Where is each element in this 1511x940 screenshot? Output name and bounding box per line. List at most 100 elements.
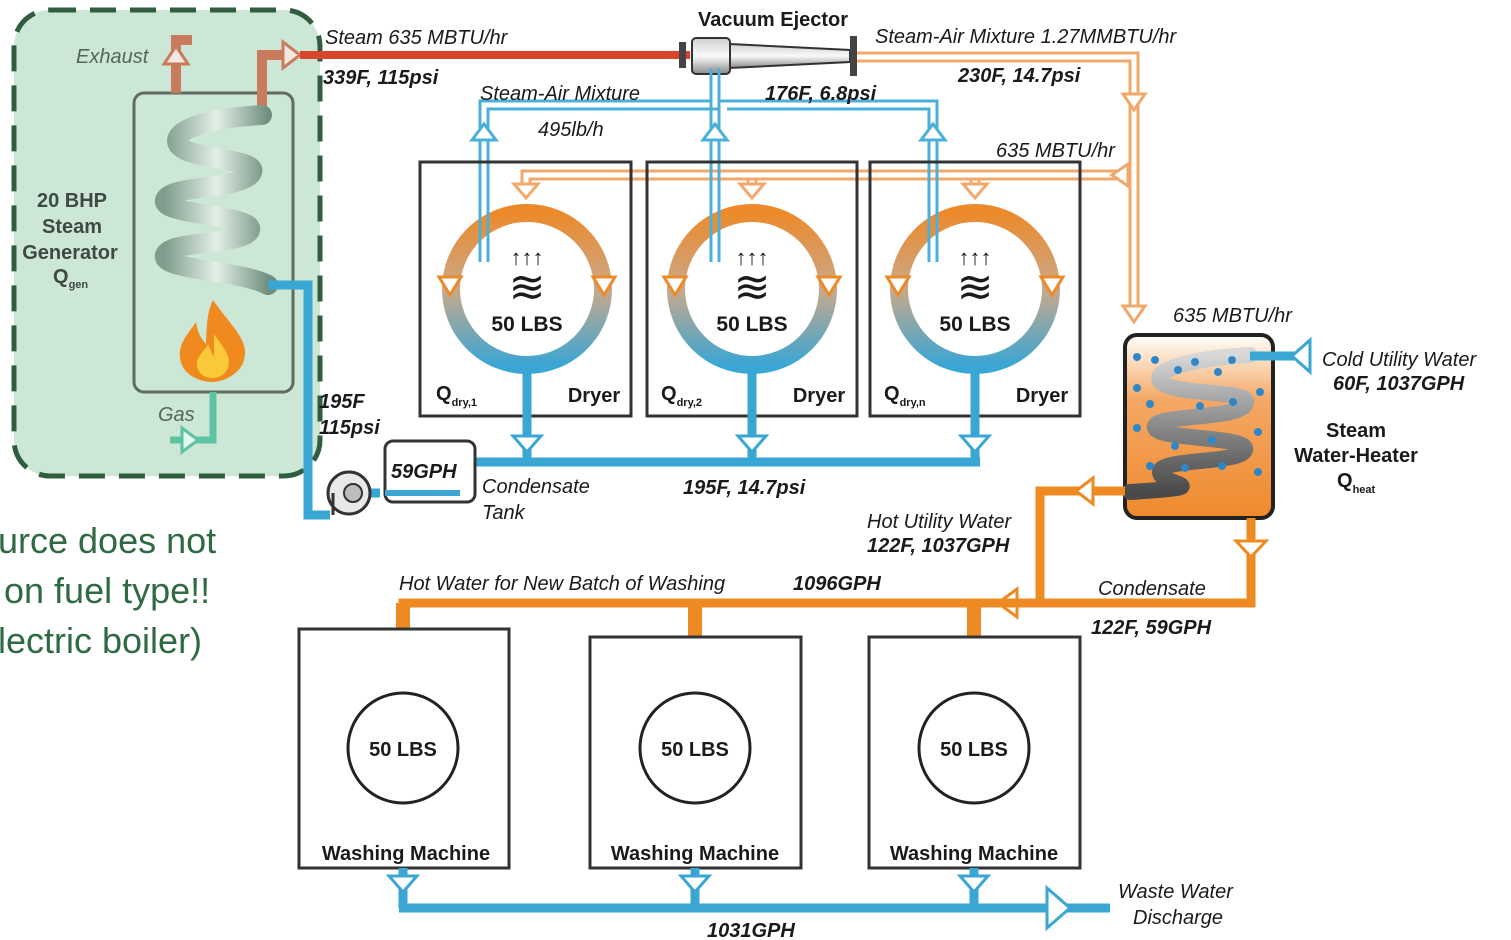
- vacuum-ejector: [679, 36, 857, 76]
- heater-title-line2: Water-Heater: [1294, 445, 1418, 467]
- cold-water-state: 60F, 1037GPH: [1333, 373, 1465, 395]
- gas-arrow-icon: [180, 425, 201, 455]
- generator-title-line1: 20 BHP: [37, 190, 107, 212]
- washer-1-load: 50 LBS: [369, 739, 437, 761]
- mixture-arrow-icon-2: [1120, 304, 1148, 325]
- heater-title-line1: Steam: [1326, 420, 1386, 442]
- note-line3: lectric boiler): [0, 620, 202, 661]
- waste-drop-arrows: [385, 874, 992, 895]
- wash-header-label: Hot Water for New Batch of Washing: [399, 573, 725, 595]
- dryer-2-load: 50 LBS: [716, 313, 787, 336]
- washer-1-name: Washing Machine: [322, 843, 490, 865]
- hot-water-arrow-icon: [1073, 474, 1095, 508]
- washer-3-load: 50 LBS: [940, 739, 1008, 761]
- mix-line-label: Steam-Air Mixture 1.27MMBTU/hr: [875, 26, 1178, 48]
- generator-q-label: Qgen: [53, 266, 88, 291]
- heater-condensate-label: Condensate: [1098, 578, 1206, 600]
- dryer-2-q-sub: dry,2: [677, 397, 702, 409]
- vapor-arrow-icon-1: [469, 121, 499, 142]
- wash-header-flow: 1096GPH: [793, 573, 881, 595]
- note-line1: urce does not: [0, 520, 216, 561]
- ejector-flange-right: [850, 36, 857, 76]
- dryer-feed-arrow-icon: [1109, 161, 1130, 189]
- dryer-1-heat-arrows: ↑↑↑: [511, 245, 544, 270]
- dryer-n-q-sub: dry,n: [900, 397, 926, 409]
- washer-1-drum: [346, 691, 460, 805]
- vapor-header-label: Steam-Air Mixture: [480, 83, 640, 105]
- dryer-2-waves-icon: ≋: [734, 263, 771, 312]
- condensate-tank: [383, 439, 477, 504]
- dryer-2-heat-arrows: ↑↑↑: [736, 245, 769, 270]
- pump-return-pressure: 115psi: [319, 417, 380, 439]
- heater-condensate-state: 122F, 59GPH: [1091, 617, 1212, 639]
- dryer-n-name: Dryer: [1016, 385, 1068, 407]
- waste-flow: 1031GPH: [707, 920, 795, 940]
- wash-header-pipe: [398, 598, 1040, 630]
- washer-3-name: Washing Machine: [890, 843, 1058, 865]
- generator-q-sub: gen: [69, 279, 89, 291]
- tank-label-line1: Condensate: [482, 476, 590, 498]
- steam-line-label: Steam 635 MBTU/hr: [325, 27, 509, 49]
- waste-discharge-arrow-icon: [1045, 884, 1073, 932]
- flame-icon: [179, 300, 246, 382]
- steam-outlet-arrow-icon: [281, 38, 303, 72]
- exhaust-pipe: [171, 35, 192, 93]
- cold-water-label: Cold Utility Water: [1322, 349, 1477, 371]
- dryer-1-q-label: Qdry,1: [436, 383, 477, 409]
- note-line2: on fuel type!!: [4, 570, 210, 611]
- dryer-1-name: Dryer: [568, 385, 620, 407]
- generator-q-main: Q: [53, 266, 69, 288]
- exhaust-label: Exhaust: [76, 46, 150, 68]
- mixture-pipe: [857, 51, 1140, 310]
- dryer-2-q-label: Qdry,2: [661, 383, 702, 409]
- dryer-feed-label: 635 MBTU/hr: [996, 140, 1116, 162]
- drum-side-arrows: [436, 275, 1066, 298]
- dryer-feed-down-icon-1: [510, 182, 542, 201]
- gas-label: Gas: [158, 404, 195, 426]
- heater-q-sub: heat: [1353, 484, 1376, 496]
- dryer-n-heat-arrows: ↑↑↑: [959, 245, 992, 270]
- washer-2: [588, 635, 803, 870]
- dryer-n-waves-icon: ≋: [957, 263, 994, 312]
- steam-water-heater: [1122, 333, 1275, 520]
- exhaust-arrow-icon: [161, 43, 191, 66]
- vapor-header-flow: 495lb/h: [538, 119, 604, 141]
- dryer-n-q-main: Q: [884, 383, 900, 405]
- generator-title-line3: Generator: [22, 242, 118, 264]
- heater-condensate-arrow-icon: [1232, 539, 1270, 560]
- heater-feed-label: 635 MBTU/hr: [1173, 305, 1293, 327]
- ejector-flange-left: [679, 42, 686, 68]
- steam-line-state: 339F, 115psi: [323, 67, 439, 89]
- heater-q-main: Q: [1337, 470, 1353, 492]
- dryer-1-q-main: Q: [436, 383, 452, 405]
- steam-generator-panel: Exhaust Gas 20 BHP Steam Generator Qgen: [11, 7, 330, 520]
- dryer-n-load: 50 LBS: [939, 313, 1010, 336]
- ejector-inlet-state: 176F, 6.8psi: [765, 83, 877, 105]
- ejector-title: Vacuum Ejector: [698, 9, 848, 31]
- hot-water-label: Hot Utility Water: [867, 511, 1012, 533]
- generator-title-line2: Steam: [42, 216, 102, 238]
- pump-return-temp: 195F: [319, 391, 365, 413]
- dryer-drain-arrows: [509, 434, 993, 455]
- waste-drops: [398, 868, 979, 908]
- tank-flow: 59GPH: [391, 461, 457, 483]
- dryer-feed-down-icon-3: [959, 182, 991, 201]
- mixture-arrow-icon-1: [1120, 92, 1148, 113]
- steam-outlet-pipe: [257, 50, 285, 108]
- generator-coil: [155, 105, 278, 295]
- washer-3-drum: [917, 691, 1031, 805]
- condensate-header-state: 195F, 14.7psi: [683, 477, 806, 499]
- washer-2-load: 50 LBS: [661, 739, 729, 761]
- vapor-arrow-icon-2: [700, 121, 730, 142]
- waste-label-line2: Discharge: [1133, 907, 1223, 929]
- dryer-1-waves-icon: ≋: [509, 263, 546, 312]
- dryer-1-q-sub: dry,1: [452, 397, 477, 409]
- hot-water-state: 122F, 1037GPH: [867, 535, 1010, 557]
- dryer-feed-down-icon-2: [736, 182, 768, 201]
- ejector-diffuser: [729, 42, 851, 70]
- washer-2-drum: [638, 691, 752, 805]
- heater-droplets: [1133, 353, 1264, 476]
- cold-water-arrow-icon: [1289, 336, 1312, 376]
- vapor-drop-pipes: [478, 205, 939, 262]
